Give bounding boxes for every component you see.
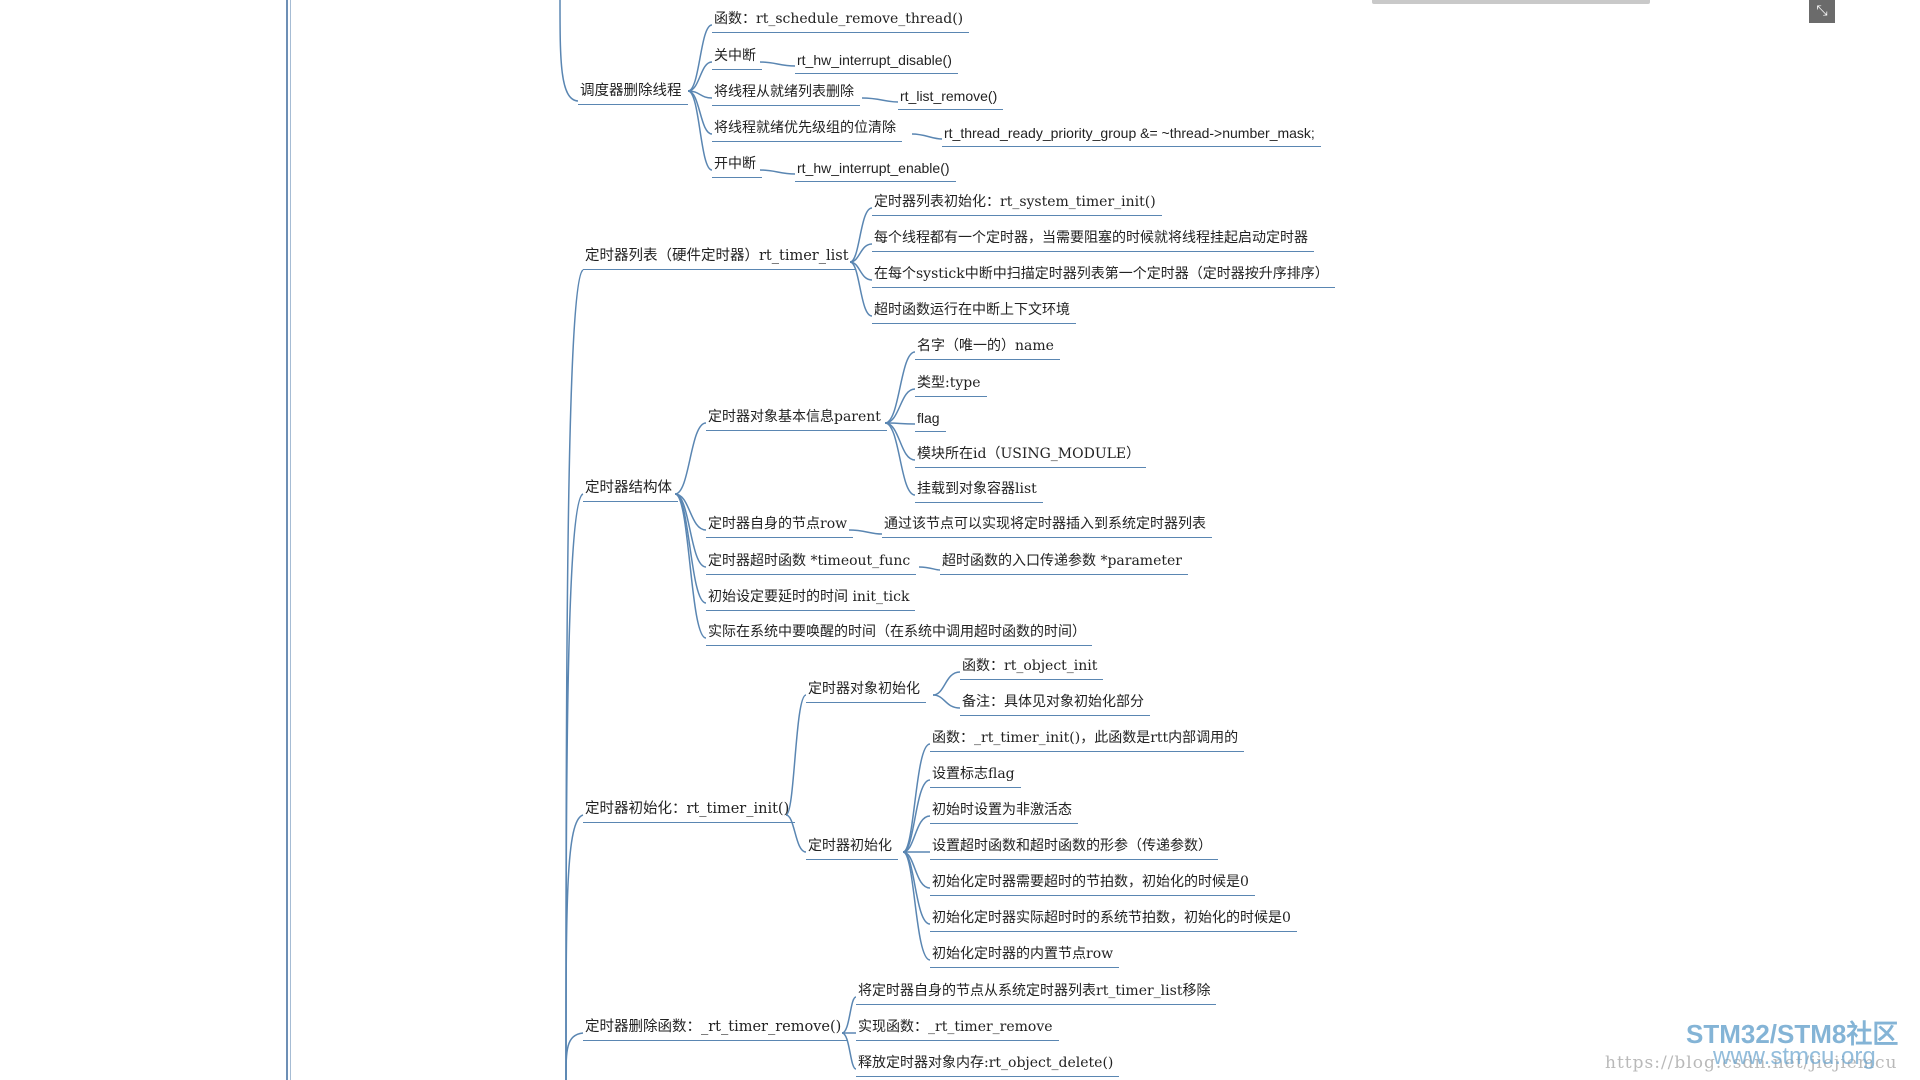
node-init-actual-ticks[interactable]: 初始化定时器实际超时时的系统节拍数，初始化的时候是0 <box>930 909 1297 932</box>
node-init-timeout-ticks[interactable]: 初始化定时器需要超时的节拍数，初始化的时候是0 <box>930 873 1255 896</box>
node-init-row[interactable]: 初始化定时器的内置节点row <box>930 945 1120 968</box>
exit-fullscreen-icon[interactable]: ⤡ <box>1809 0 1835 23</box>
node-remove-from-ready-list[interactable]: 将线程从就绪列表删除 <box>712 83 860 106</box>
watermark-site: www.stmcu.org <box>1713 1043 1876 1070</box>
node-timer-remove[interactable]: 定时器删除函数：_rt_timer_remove() <box>583 1018 848 1041</box>
node-timer-list-interrupt-context[interactable]: 超时函数运行在中断上下文环境 <box>872 301 1076 324</box>
node-init-set-timeout-func[interactable]: 设置超时函数和超时函数的形参（传递参数） <box>930 837 1218 860</box>
node-init-internal-func[interactable]: 函数：_rt_timer_init()，此函数是rtt内部调用的 <box>930 729 1245 752</box>
node-list-remove-detail[interactable]: rt_list_remove() <box>898 87 1004 110</box>
node-disable-interrupt-detail[interactable]: rt_hw_interrupt_disable() <box>795 51 958 74</box>
node-object-init-note[interactable]: 备注：具体见对象初始化部分 <box>960 693 1150 716</box>
node-timer-init-tick[interactable]: 初始设定要延时的时间 init_tick <box>706 588 916 611</box>
horizontal-scrollbar-thumb[interactable] <box>1372 0 1650 4</box>
node-init-inactive[interactable]: 初始时设置为非激活态 <box>930 801 1078 824</box>
node-parent-name[interactable]: 名字（唯一的）name <box>915 337 1060 360</box>
node-timer-parent[interactable]: 定时器对象基本信息parent <box>706 408 887 431</box>
node-timer-timeout-func[interactable]: 定时器超时函数 *timeout_func <box>706 552 917 575</box>
node-priority-clear-detail[interactable]: rt_thread_ready_priority_group &= ~threa… <box>942 124 1321 147</box>
node-object-init-func[interactable]: 函数：rt_object_init <box>960 657 1104 680</box>
node-timer-row-detail[interactable]: 通过该节点可以实现将定时器插入到系统定时器列表 <box>882 515 1212 538</box>
node-enable-interrupt-detail[interactable]: rt_hw_interrupt_enable() <box>795 159 956 182</box>
node-timer-list-init[interactable]: 定时器列表初始化：rt_system_timer_init() <box>872 193 1162 216</box>
node-remove-from-list[interactable]: 将定时器自身的节点从系统定时器列表rt_timer_list移除 <box>856 982 1217 1005</box>
mindmap-trunk-line <box>286 0 288 1080</box>
node-scheduler-remove-thread[interactable]: 调度器删除线程 <box>578 82 688 105</box>
node-timer-init[interactable]: 定时器初始化：rt_timer_init() <box>583 800 796 823</box>
watermark-url: https://blog.csdn.net/jiejiemcu <box>1605 1053 1898 1073</box>
mindmap-trunk-line-shadow <box>290 0 291 1080</box>
node-parent-type[interactable]: 类型:type <box>915 374 987 397</box>
node-parent-module-id[interactable]: 模块所在id（USING_MODULE） <box>915 445 1147 468</box>
node-timer-list-systick-scan[interactable]: 在每个systick中断中扫描定时器列表第一个定时器（定时器按升序排序） <box>872 265 1335 288</box>
node-init-set-flag[interactable]: 设置标志flag <box>930 765 1021 788</box>
node-remove-free-memory[interactable]: 释放定时器对象内存:rt_object_delete() <box>856 1054 1120 1077</box>
node-scheduler-remove-func[interactable]: 函数：rt_schedule_remove_thread() <box>712 10 970 33</box>
node-timer-list[interactable]: 定时器列表（硬件定时器）rt_timer_list <box>583 247 855 270</box>
node-timer-object-init[interactable]: 定时器对象初始化 <box>806 680 926 703</box>
node-timer-struct[interactable]: 定时器结构体 <box>583 479 678 502</box>
node-timer-row[interactable]: 定时器自身的节点row <box>706 515 854 538</box>
node-timer-init-sub[interactable]: 定时器初始化 <box>806 837 898 860</box>
node-clear-priority-bit[interactable]: 将线程就绪优先级组的位清除 <box>712 119 902 142</box>
node-disable-interrupt[interactable]: 关中断 <box>712 47 762 70</box>
node-parent-flag[interactable]: flag <box>915 409 946 432</box>
node-timer-timeout-parameter[interactable]: 超时函数的入口传递参数 *parameter <box>940 552 1188 575</box>
node-parent-container-list[interactable]: 挂载到对象容器list <box>915 480 1043 503</box>
node-timer-list-thread-timer[interactable]: 每个线程都有一个定时器，当需要阻塞的时候就将线程挂起启动定时器 <box>872 229 1314 252</box>
watermark-brand: STM32/STM8社区 <box>1686 1019 1899 1049</box>
node-remove-impl-func[interactable]: 实现函数：_rt_timer_remove <box>856 1018 1059 1041</box>
node-timer-wake-time[interactable]: 实际在系统中要唤醒的时间（在系统中调用超时函数的时间） <box>706 623 1092 646</box>
node-enable-interrupt[interactable]: 开中断 <box>712 155 762 178</box>
